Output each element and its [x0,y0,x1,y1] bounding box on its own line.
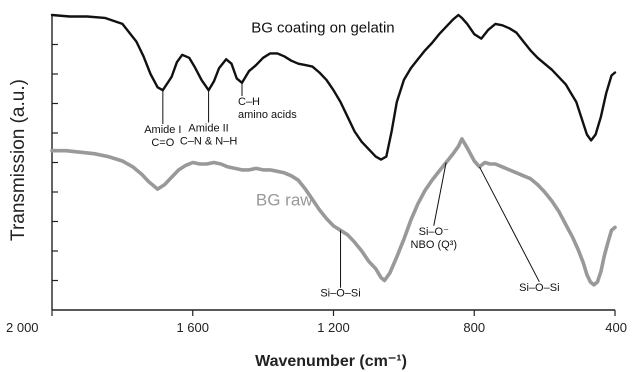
annotation-text: Si–O⁻ [419,226,449,238]
y-axis-title: Transmission (a.u.) [8,79,29,241]
x-tick-label: 1 600 [176,320,209,335]
annotation-text: Amide I [144,124,181,136]
x-tick-label: 1 200 [317,320,350,335]
annotation-leader [479,166,540,283]
annotation-text: amino acids [238,109,297,121]
annotation-text: C=O [151,137,174,149]
x-tick-label: 400 [605,320,627,335]
x-axis-title: Wavenumber (cm⁻¹) [255,353,407,370]
x-tick-label: 2 000 [6,320,39,335]
annotation-text: NBO (Q³) [411,239,457,251]
annotation-text: Si–O–Si [519,282,559,294]
annotation-text: C–H [238,96,260,108]
annotation-text: C–N & N–H [180,136,238,148]
annotation-leader [433,162,447,226]
annotation-text: Amide II [188,123,228,135]
series-line-bg-raw [50,137,617,287]
series-labels: BG coating on gelatin BG raw [251,20,394,210]
annotation-text: Si–O–Si [320,288,360,300]
series-line-bg-coating-on-gelatin [50,13,617,161]
x-tick-label: 800 [463,320,485,335]
series-lines [50,13,617,287]
series-label: BG raw [256,190,313,209]
ticks: 2 000 1 600 1 200 800 400 [6,43,627,335]
series-label: BG coating on gelatin [251,20,394,37]
